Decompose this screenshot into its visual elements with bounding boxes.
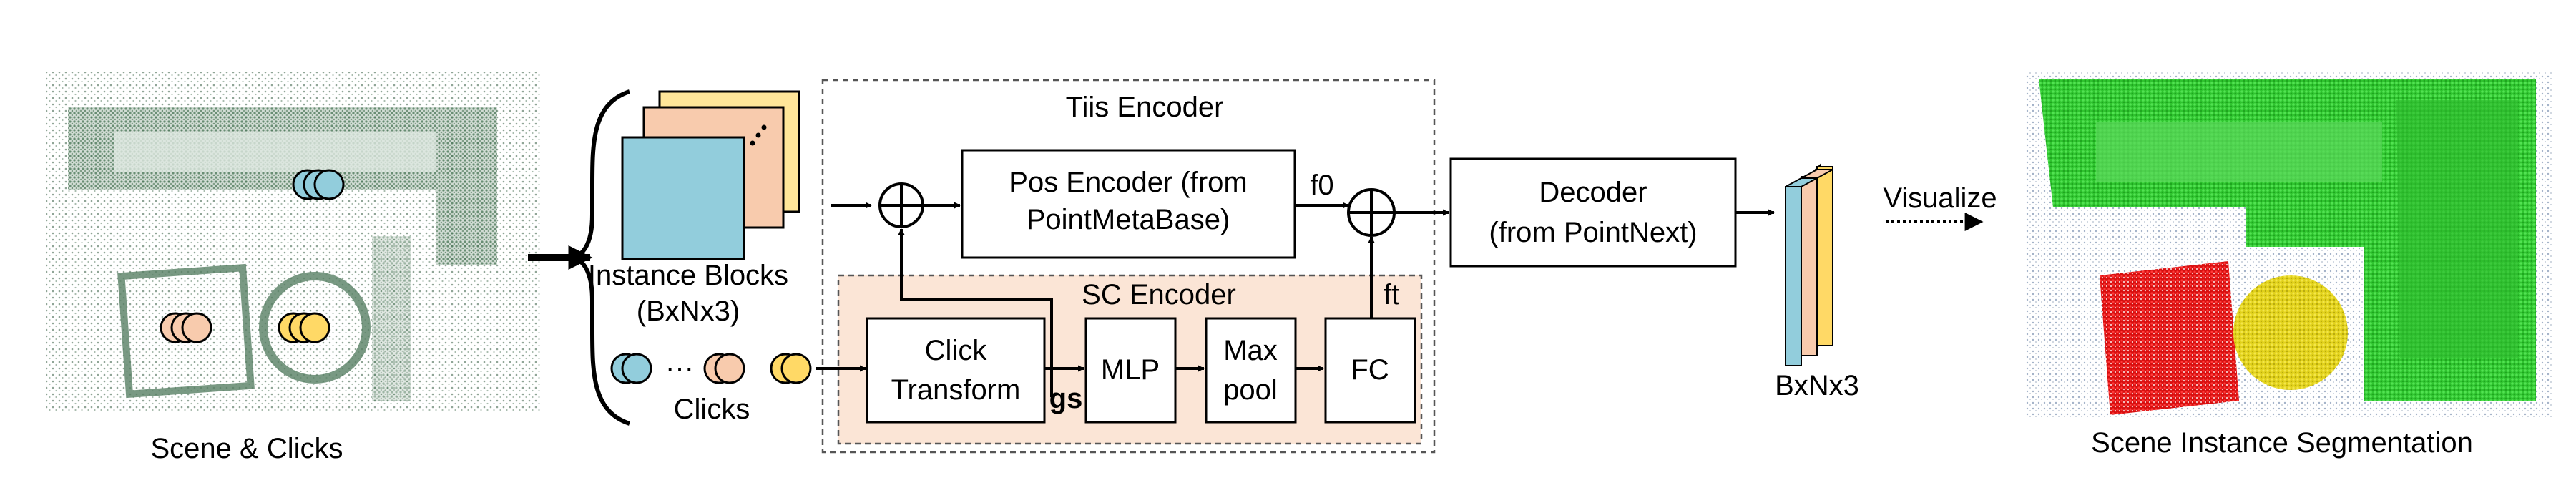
clicks-label: Clicks — [674, 394, 750, 425]
scene-clicks-blue — [292, 169, 345, 200]
pos-encoder-label: Pos Encoder (from — [1009, 167, 1247, 198]
output-tensor — [1785, 162, 1833, 366]
plus-circle-icon — [1347, 188, 1396, 237]
gs-label: gs — [1049, 383, 1083, 414]
click-transform-box — [866, 317, 1046, 424]
maxpool-label: Max — [1223, 335, 1278, 366]
mlp-box — [1084, 317, 1177, 424]
pos-encoder-box — [961, 149, 1296, 259]
scene-clicks-caption: Scene & Clicks — [151, 433, 343, 464]
fc-box — [1324, 317, 1416, 424]
click-transform-label: Click — [925, 335, 988, 366]
instance-blocks-label: Instance Blocks — [588, 260, 788, 291]
maxpool-box — [1205, 317, 1297, 424]
pos-encoder-source: PointMetaBase) — [1027, 204, 1230, 235]
visualize-label: Visualize — [1883, 182, 1997, 214]
ft-label: ft — [1384, 279, 1399, 311]
f0-label: f0 — [1310, 170, 1333, 201]
maxpool-label-2: pool — [1223, 374, 1278, 406]
segmentation-caption: Scene Instance Segmentation — [2091, 427, 2473, 459]
mlp-label: MLP — [1101, 354, 1160, 386]
decoder-source: (from PointNext) — [1489, 217, 1697, 248]
click-transform-label-2: Transform — [891, 374, 1021, 406]
fc-label: FC — [1351, 354, 1389, 386]
plus-circle-icon — [878, 182, 924, 228]
instance-blocks-shape: (BxNx3) — [637, 296, 740, 327]
sc-encoder-title: SC Encoder — [1082, 279, 1236, 311]
click-ellipsis: ··· — [665, 352, 694, 384]
decoder-box — [1449, 157, 1737, 268]
click-row — [610, 353, 812, 384]
scene-clicks-orange — [160, 312, 212, 343]
tiis-encoder-frame — [821, 79, 1436, 454]
output-shape-label: BxNx3 — [1775, 370, 1859, 401]
tiis-encoder-title: Tiis Encoder — [1066, 92, 1224, 123]
instance-block-stack — [621, 90, 800, 260]
scene-point-cloud — [46, 72, 540, 411]
left-brace — [572, 89, 630, 426]
scene-clicks-yellow — [278, 312, 330, 343]
decoder-label: Decoder — [1539, 177, 1647, 208]
segmentation-result — [2026, 72, 2552, 419]
transform-to-adder-arrow — [898, 228, 1053, 397]
